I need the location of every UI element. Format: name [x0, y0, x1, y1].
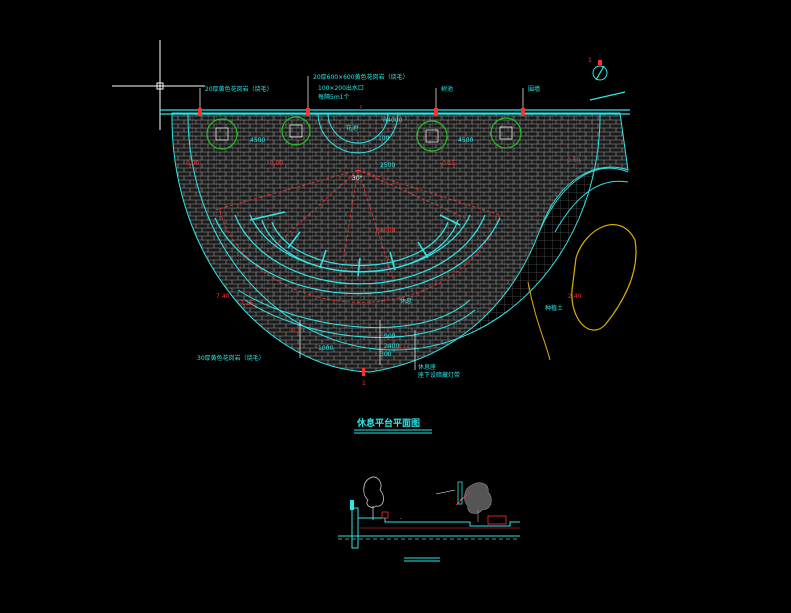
callout-top-left: 20厚黄色花岗岩（烧毛）	[205, 85, 273, 93]
label-bench: 休息	[400, 297, 412, 305]
bench-slats	[249, 211, 461, 277]
callout-top-right-2: 围墙	[528, 85, 540, 93]
dim-4500-right: 4500	[458, 137, 473, 144]
level-6: 7.15	[240, 300, 254, 307]
section-label-3: 1	[588, 57, 592, 64]
outer-band	[237, 289, 476, 339]
callout-bottom-right-2: 座下设暗藏灯带	[418, 371, 460, 379]
level-8: -0.15	[395, 345, 411, 352]
dim-300: 300	[380, 351, 392, 358]
tree-icon	[281, 116, 311, 146]
crosshair-cursor	[112, 40, 205, 130]
callout-top-center-1: 20厚600×600黄色花岗岩（烧毛）	[313, 73, 409, 81]
section-label-1: 1	[359, 105, 363, 112]
callout-top-right-1: 树池	[441, 85, 453, 93]
callout-bottom-left: 30厚黄色花岗岩（烧毛）	[197, 354, 265, 362]
section-label-2: 1	[362, 380, 366, 387]
level-4: -0.15	[440, 160, 456, 167]
callout-top-center-2: 100×200出水口	[318, 84, 364, 92]
svg-text:-: -	[400, 516, 402, 521]
tree-elevation-icon	[363, 476, 384, 508]
label-planting-soil: 种植土	[545, 304, 563, 312]
tree-icon	[490, 117, 522, 149]
dim-2400: 2400	[384, 343, 399, 350]
dim-r4000: R4000	[383, 117, 403, 124]
level-9: 2.40	[568, 293, 582, 300]
top-wall	[160, 91, 630, 115]
level-7: -0.15	[289, 327, 305, 334]
tree-elevation-icon	[464, 482, 492, 514]
section-elevation: -	[338, 476, 520, 562]
tree-pits	[215, 124, 513, 143]
right-path	[539, 167, 629, 233]
drawing-title: 休息平台平面图	[356, 417, 420, 429]
radial-guide-lines	[214, 169, 501, 303]
dim-r6000: R6000	[376, 227, 396, 234]
dim-4500-left: 4500	[250, 137, 265, 144]
callout-top-center-3: 每隔5m1个	[318, 93, 349, 101]
bench-arc	[214, 214, 501, 295]
tree-icons	[206, 116, 522, 152]
dim-100: 100	[378, 135, 390, 142]
label-flower-bed: 花池	[346, 124, 358, 132]
callout-bottom-right-1: 休息座	[418, 363, 436, 371]
dim-1000: 1000	[318, 345, 333, 352]
section-marks	[198, 108, 525, 376]
level-5: 7.40	[216, 293, 230, 300]
north-arrow-icon	[592, 60, 608, 81]
level-1: 0.00	[186, 160, 200, 167]
dim-angle: 30°	[352, 175, 363, 182]
plaza-grid	[187, 112, 601, 351]
level-3: 0.60	[567, 157, 581, 164]
center-platform	[317, 112, 399, 154]
dim-900: 900	[384, 333, 396, 340]
tree-icon	[206, 118, 238, 150]
drawing-title-block: 休息平台平面图	[354, 417, 432, 434]
dim-2500: 2500	[380, 162, 395, 169]
planting-bed	[527, 223, 637, 361]
tree-icon	[416, 120, 448, 152]
level-2: 0.00	[270, 160, 284, 167]
